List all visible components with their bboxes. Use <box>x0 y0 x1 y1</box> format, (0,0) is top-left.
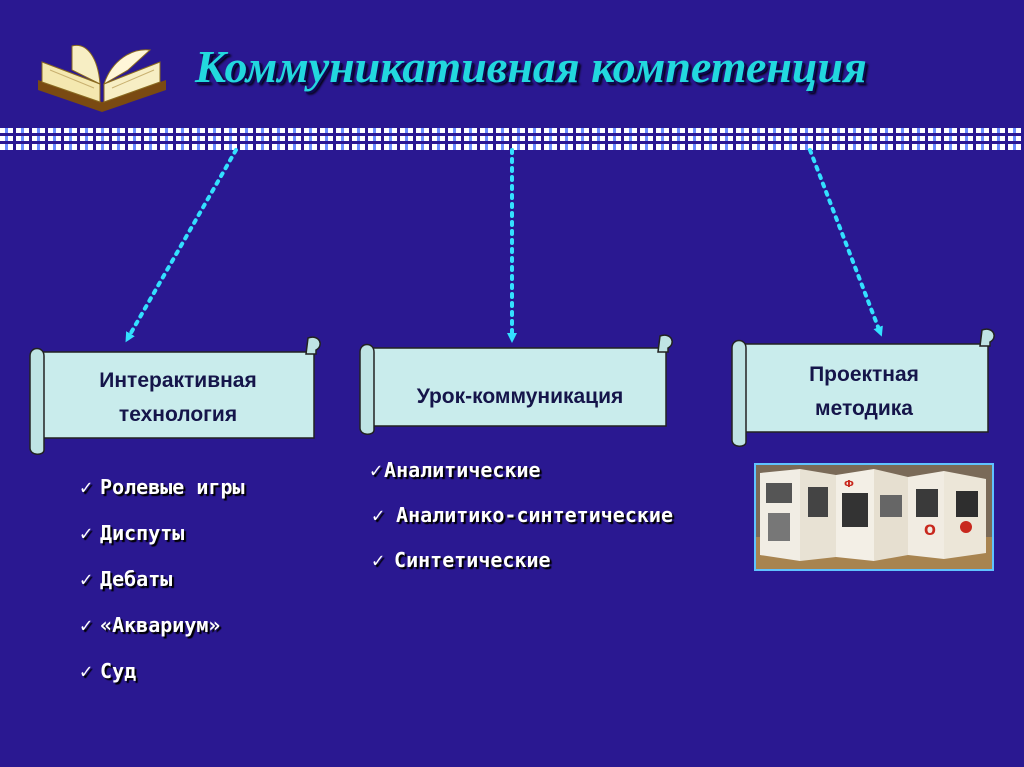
box-interactive-line2: технология <box>118 403 238 426</box>
scroll-box-interactive <box>29 336 321 455</box>
arrow-right <box>808 148 883 337</box>
list-item: ✓Аналитические <box>370 458 541 482</box>
svg-text:Ф: Ф <box>844 479 854 490</box>
decorative-band <box>0 128 1024 150</box>
check-icon: ✓ <box>80 659 93 683</box>
scroll-box-lesson <box>359 334 673 435</box>
list-item: ✓Диспуты <box>80 521 185 545</box>
check-icon: ✓ <box>80 521 93 545</box>
list-lesson-types: ✓Аналитические ✓Аналитико-синтетические … <box>370 458 673 593</box>
list-interactive-methods: ✓Ролевые игры ✓Диспуты ✓Дебаты ✓«Аквариу… <box>80 475 245 705</box>
check-icon: ✓ <box>80 613 93 637</box>
box-project-line1: Проектная <box>809 363 919 386</box>
list-item: ✓Аналитико-синтетические <box>372 503 673 527</box>
check-icon: ✓ <box>80 475 93 499</box>
box-interactive-line1: Интерактивная <box>99 369 257 392</box>
list-item: ✓Дебаты <box>80 567 173 591</box>
box-lesson-label: Урок-коммуникация <box>370 380 670 414</box>
page-title: Коммуникативная компетенция <box>195 41 867 92</box>
svg-text:О: О <box>924 523 936 539</box>
list-item: ✓Синтетические <box>372 548 551 572</box>
project-poster-photo: Ф О <box>754 463 994 571</box>
check-icon: ✓ <box>372 548 385 572</box>
scroll-box-project <box>731 328 995 447</box>
check-icon: ✓ <box>370 458 383 482</box>
box-interactive-label: Интерактивная технология <box>44 364 312 432</box>
check-icon: ✓ <box>372 503 385 527</box>
box-project-label: Проектная методика <box>744 358 984 426</box>
list-item: ✓«Аквариум» <box>80 613 221 637</box>
check-icon: ✓ <box>80 567 93 591</box>
poster-image: Ф О <box>756 465 992 569</box>
list-item: ✓Ролевые игры <box>80 475 245 499</box>
open-book-icon <box>38 44 166 112</box>
list-item: ✓Суд <box>80 659 137 683</box>
box-project-line2: методика <box>815 397 913 420</box>
box-lesson-line1: Урок-коммуникация <box>416 385 624 408</box>
arrow-left <box>125 148 238 343</box>
